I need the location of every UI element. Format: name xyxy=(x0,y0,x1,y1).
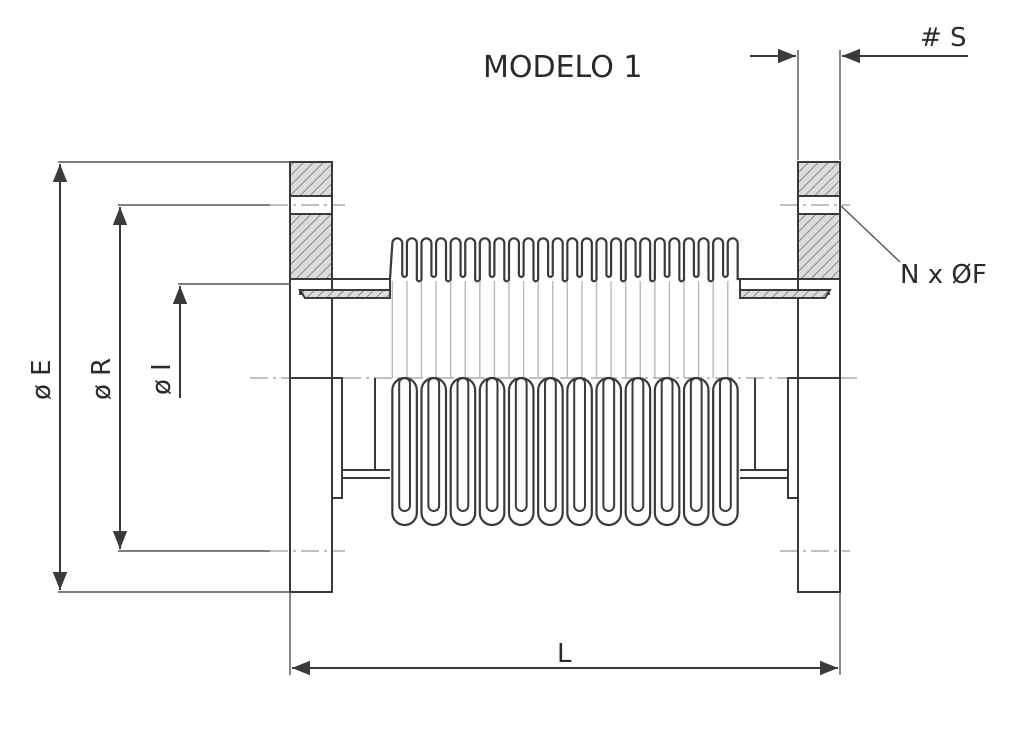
bellows-lower-convolution xyxy=(682,376,710,527)
bellows-lower-convolution xyxy=(391,376,418,527)
dimension-outer-diameter xyxy=(52,161,290,593)
dimension-thickness xyxy=(750,48,968,160)
bellows-lower-convolution xyxy=(624,376,652,527)
label-length: L xyxy=(557,639,572,669)
bellows-lower-convolution-inner xyxy=(689,377,703,512)
bellows-lower-convolution xyxy=(449,376,477,527)
bellows-lower-convolution-inner xyxy=(602,377,616,512)
dimension-bolt-circle xyxy=(112,204,270,552)
bellows-lower-convolution-inner xyxy=(719,377,732,512)
bellows-lower-convolution-inner xyxy=(427,377,441,512)
left-flange xyxy=(289,161,333,593)
leader-bolt-holes xyxy=(839,204,901,263)
label-holes: N x ØF xyxy=(900,260,987,290)
bellows-lower-convolution-inner xyxy=(485,377,499,512)
bellows-lower-convolution xyxy=(507,376,535,527)
dimension-length xyxy=(289,592,841,676)
dimension-inner-diameter xyxy=(172,283,290,398)
bellows-upper-profile xyxy=(388,237,740,283)
bellows-lower-convolution-inner xyxy=(660,377,674,512)
label-inner-diameter: ø I xyxy=(147,363,177,395)
bellows-lower-convolution xyxy=(566,376,593,527)
bellows-lower-convolution xyxy=(595,376,623,527)
right-flange xyxy=(797,161,841,593)
drawing-title: MODELO 1 xyxy=(483,50,642,85)
bellows-convolutions xyxy=(388,237,740,527)
bellows-lower-convolution-inner xyxy=(398,377,411,512)
label-thickness: # S xyxy=(920,23,967,53)
bellows-lower-convolution xyxy=(420,376,448,527)
bellows-lower-convolution-inner xyxy=(456,377,470,512)
bellows-lower-convolution-inner xyxy=(544,377,557,512)
bellows-lower-convolution xyxy=(537,376,564,527)
bellows-lower-convolution-inner xyxy=(631,377,645,512)
bellows-lower-convolution xyxy=(653,376,681,527)
end-collars xyxy=(298,278,832,499)
label-outer-diameter: ø E xyxy=(27,359,57,400)
bellows-lower-convolution xyxy=(478,376,506,527)
bellows-lower-convolution-inner xyxy=(573,377,586,512)
label-bolt-circle: ø R xyxy=(87,358,117,400)
bellows-lower-convolution xyxy=(712,376,739,527)
bellows-lower-convolution-inner xyxy=(514,377,528,512)
